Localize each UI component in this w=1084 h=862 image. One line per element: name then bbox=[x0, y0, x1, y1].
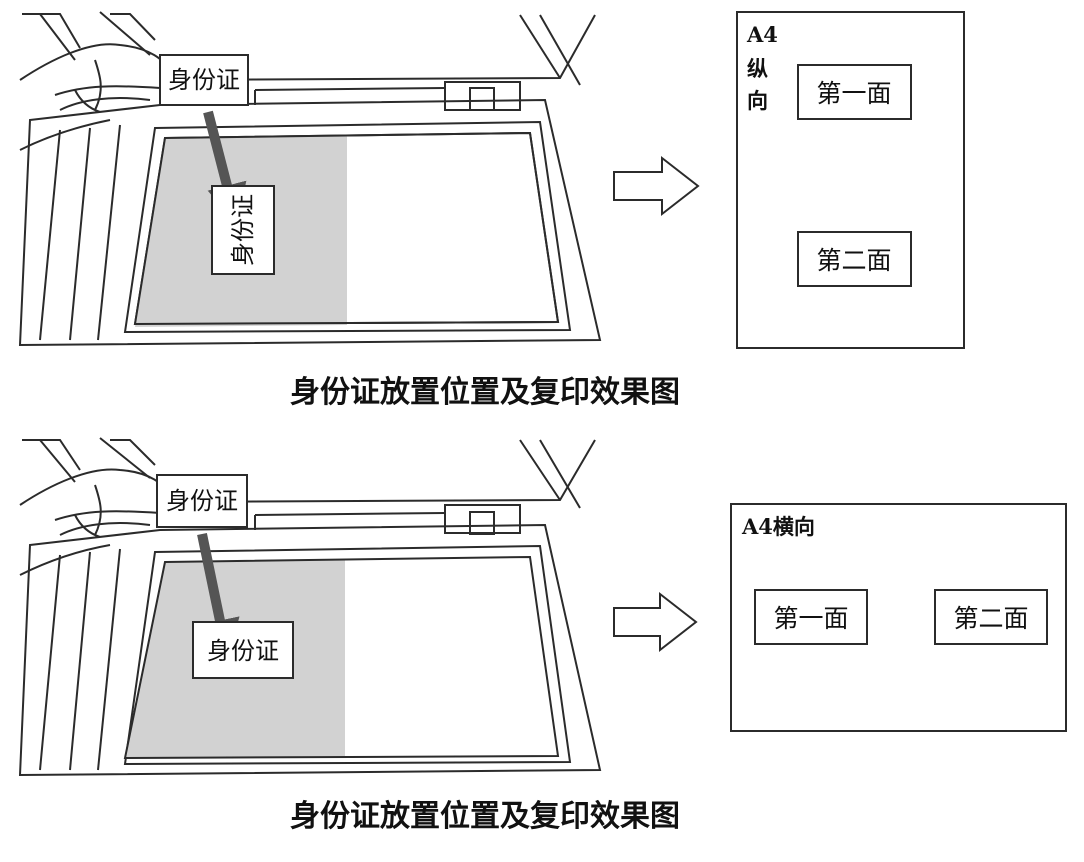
id-card-on-glass-label-2: 身份证 bbox=[207, 637, 279, 665]
id-card-on-glass-2 bbox=[192, 621, 294, 679]
a4-portrait-paper bbox=[736, 11, 965, 349]
id-card-on-glass-label-1: 身份证 bbox=[229, 194, 257, 266]
face-box-2-landscape bbox=[934, 589, 1048, 645]
id-card-label-1: 身份证 bbox=[168, 66, 240, 94]
paper-title-line2: 纵 bbox=[747, 56, 768, 81]
scanner-illustration-2 bbox=[18, 437, 602, 777]
paper-title-line3: 向 bbox=[747, 88, 768, 113]
id-card-held-2 bbox=[156, 474, 248, 528]
result-arrow-1 bbox=[613, 155, 700, 217]
face-box-2-label-landscape: 第二面 bbox=[953, 604, 1028, 633]
face-box-2-portrait bbox=[797, 231, 912, 287]
id-card-label-2: 身份证 bbox=[166, 487, 238, 515]
paper-title-line1: A4 bbox=[746, 22, 778, 47]
paper-title-landscape: A4横向 bbox=[741, 514, 815, 539]
result-arrow-2 bbox=[613, 591, 698, 653]
face-box-1-label-landscape: 第一面 bbox=[773, 604, 848, 633]
face-box-1-label: 第一面 bbox=[816, 79, 891, 108]
id-card-held-1 bbox=[159, 54, 249, 106]
face-box-1-portrait bbox=[797, 64, 912, 120]
face-box-2-label: 第二面 bbox=[816, 246, 891, 275]
caption-1: 身份证放置位置及复印效果图 bbox=[290, 375, 680, 410]
caption-2: 身份证放置位置及复印效果图 bbox=[290, 799, 680, 834]
id-card-on-glass-1 bbox=[211, 185, 275, 275]
face-box-1-landscape bbox=[754, 589, 868, 645]
